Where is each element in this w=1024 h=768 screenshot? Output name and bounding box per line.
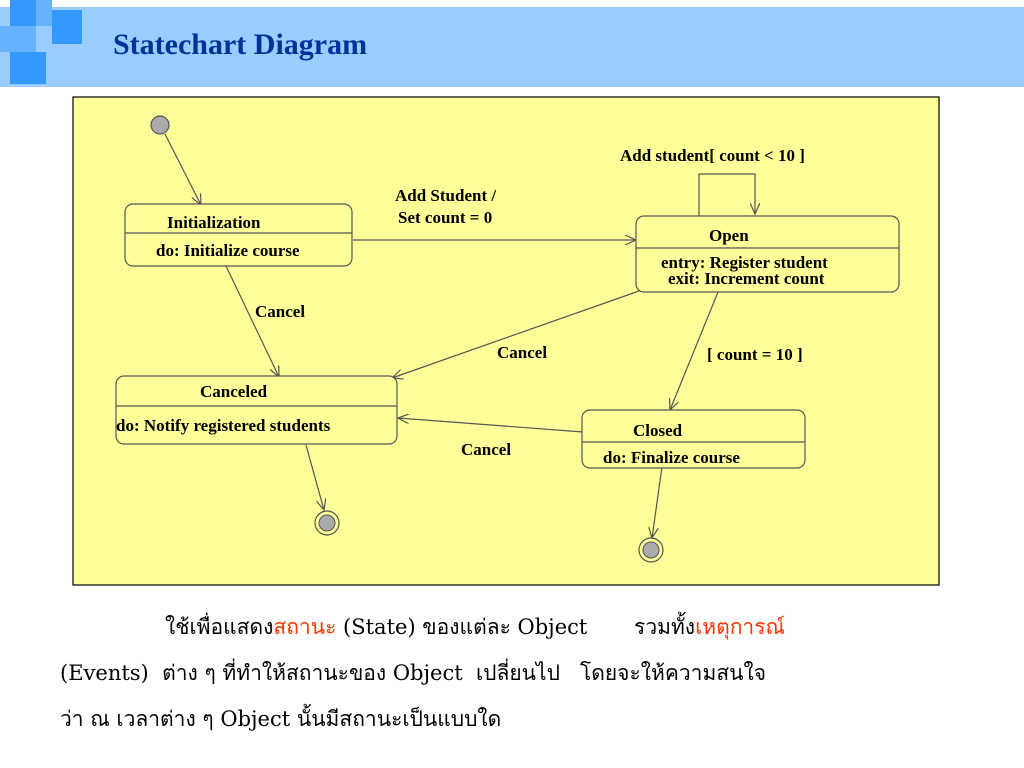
decor-square-5 <box>10 52 46 84</box>
statechart-diagram: Initialization do: Initialize course Ope… <box>72 96 940 586</box>
state-initialization: Initialization do: Initialize course <box>124 203 353 267</box>
transition-open-to-canceled <box>392 290 640 378</box>
label-add-student-guard: Add student[ count < 10 ] <box>620 146 805 165</box>
state-initialization-name: Initialization <box>167 213 261 232</box>
state-open-name: Open <box>709 226 749 245</box>
transition-canceled-to-final <box>305 444 324 510</box>
transition-initial-to-initialization <box>164 133 201 205</box>
label-add-student-set-1: Add Student / <box>395 186 496 205</box>
final-state-closed <box>638 537 664 563</box>
state-open: Open entry: Register student exit: Incre… <box>635 215 900 293</box>
label-cancel-closed: Cancel <box>461 440 511 459</box>
decor-square-4 <box>0 26 36 52</box>
description-text: ใช้เพื่อแสดงสถานะ (State) ของแต่ละ Objec… <box>60 604 1000 742</box>
state-closed-name: Closed <box>633 421 683 440</box>
label-cancel-open: Cancel <box>497 343 547 362</box>
description-line-1-a: ใช้เพื่อแสดง <box>165 615 274 639</box>
state-open-entry: entry: Register student <box>661 253 828 272</box>
state-canceled-activity: do: Notify registered students <box>116 416 331 435</box>
label-count-eq-10: [ count = 10 ] <box>707 345 803 364</box>
page-title: Statechart Diagram <box>113 28 368 61</box>
transition-open-to-closed <box>670 291 719 410</box>
initial-state <box>150 115 170 135</box>
highlight-event-word: เหตุการณ์ <box>695 615 785 639</box>
decor-square-2 <box>36 0 52 26</box>
header-band <box>0 7 1024 87</box>
transition-open-self-loop <box>698 173 755 216</box>
state-initialization-activity: do: Initialize course <box>156 241 300 260</box>
highlight-state-word: สถานะ <box>273 615 337 639</box>
state-canceled: Canceled do: Notify registered students <box>115 375 398 445</box>
label-add-student-set-2: Set count = 0 <box>398 208 492 227</box>
description-line-3: ว่า ณ เวลาต่าง ๆ Object นั้นมีสถานะเป็นแ… <box>60 707 502 731</box>
state-open-exit: exit: Increment count <box>668 269 825 288</box>
description-line-1: ใช้เพื่อแสดงสถานะ (State) ของแต่ละ Objec… <box>60 604 1000 650</box>
transition-closed-to-final <box>652 466 663 538</box>
diagram-canvas <box>72 96 940 586</box>
state-canceled-name: Canceled <box>200 382 268 401</box>
decor-square-3 <box>52 10 82 44</box>
transition-closed-to-canceled <box>398 418 584 433</box>
state-closed-activity: do: Finalize course <box>603 448 740 467</box>
transition-initialization-to-canceled <box>225 265 279 377</box>
description-line-1-c: (State) ของแต่ละ Object รวมทั้ง <box>336 615 696 639</box>
description-line-2: (Events) ต่าง ๆ ที่ทำให้สถานะของ Object … <box>60 661 767 685</box>
decor-square-1 <box>10 0 36 26</box>
state-closed: Closed do: Finalize course <box>581 409 806 469</box>
label-cancel-init: Cancel <box>255 302 305 321</box>
final-state-canceled <box>314 510 340 536</box>
